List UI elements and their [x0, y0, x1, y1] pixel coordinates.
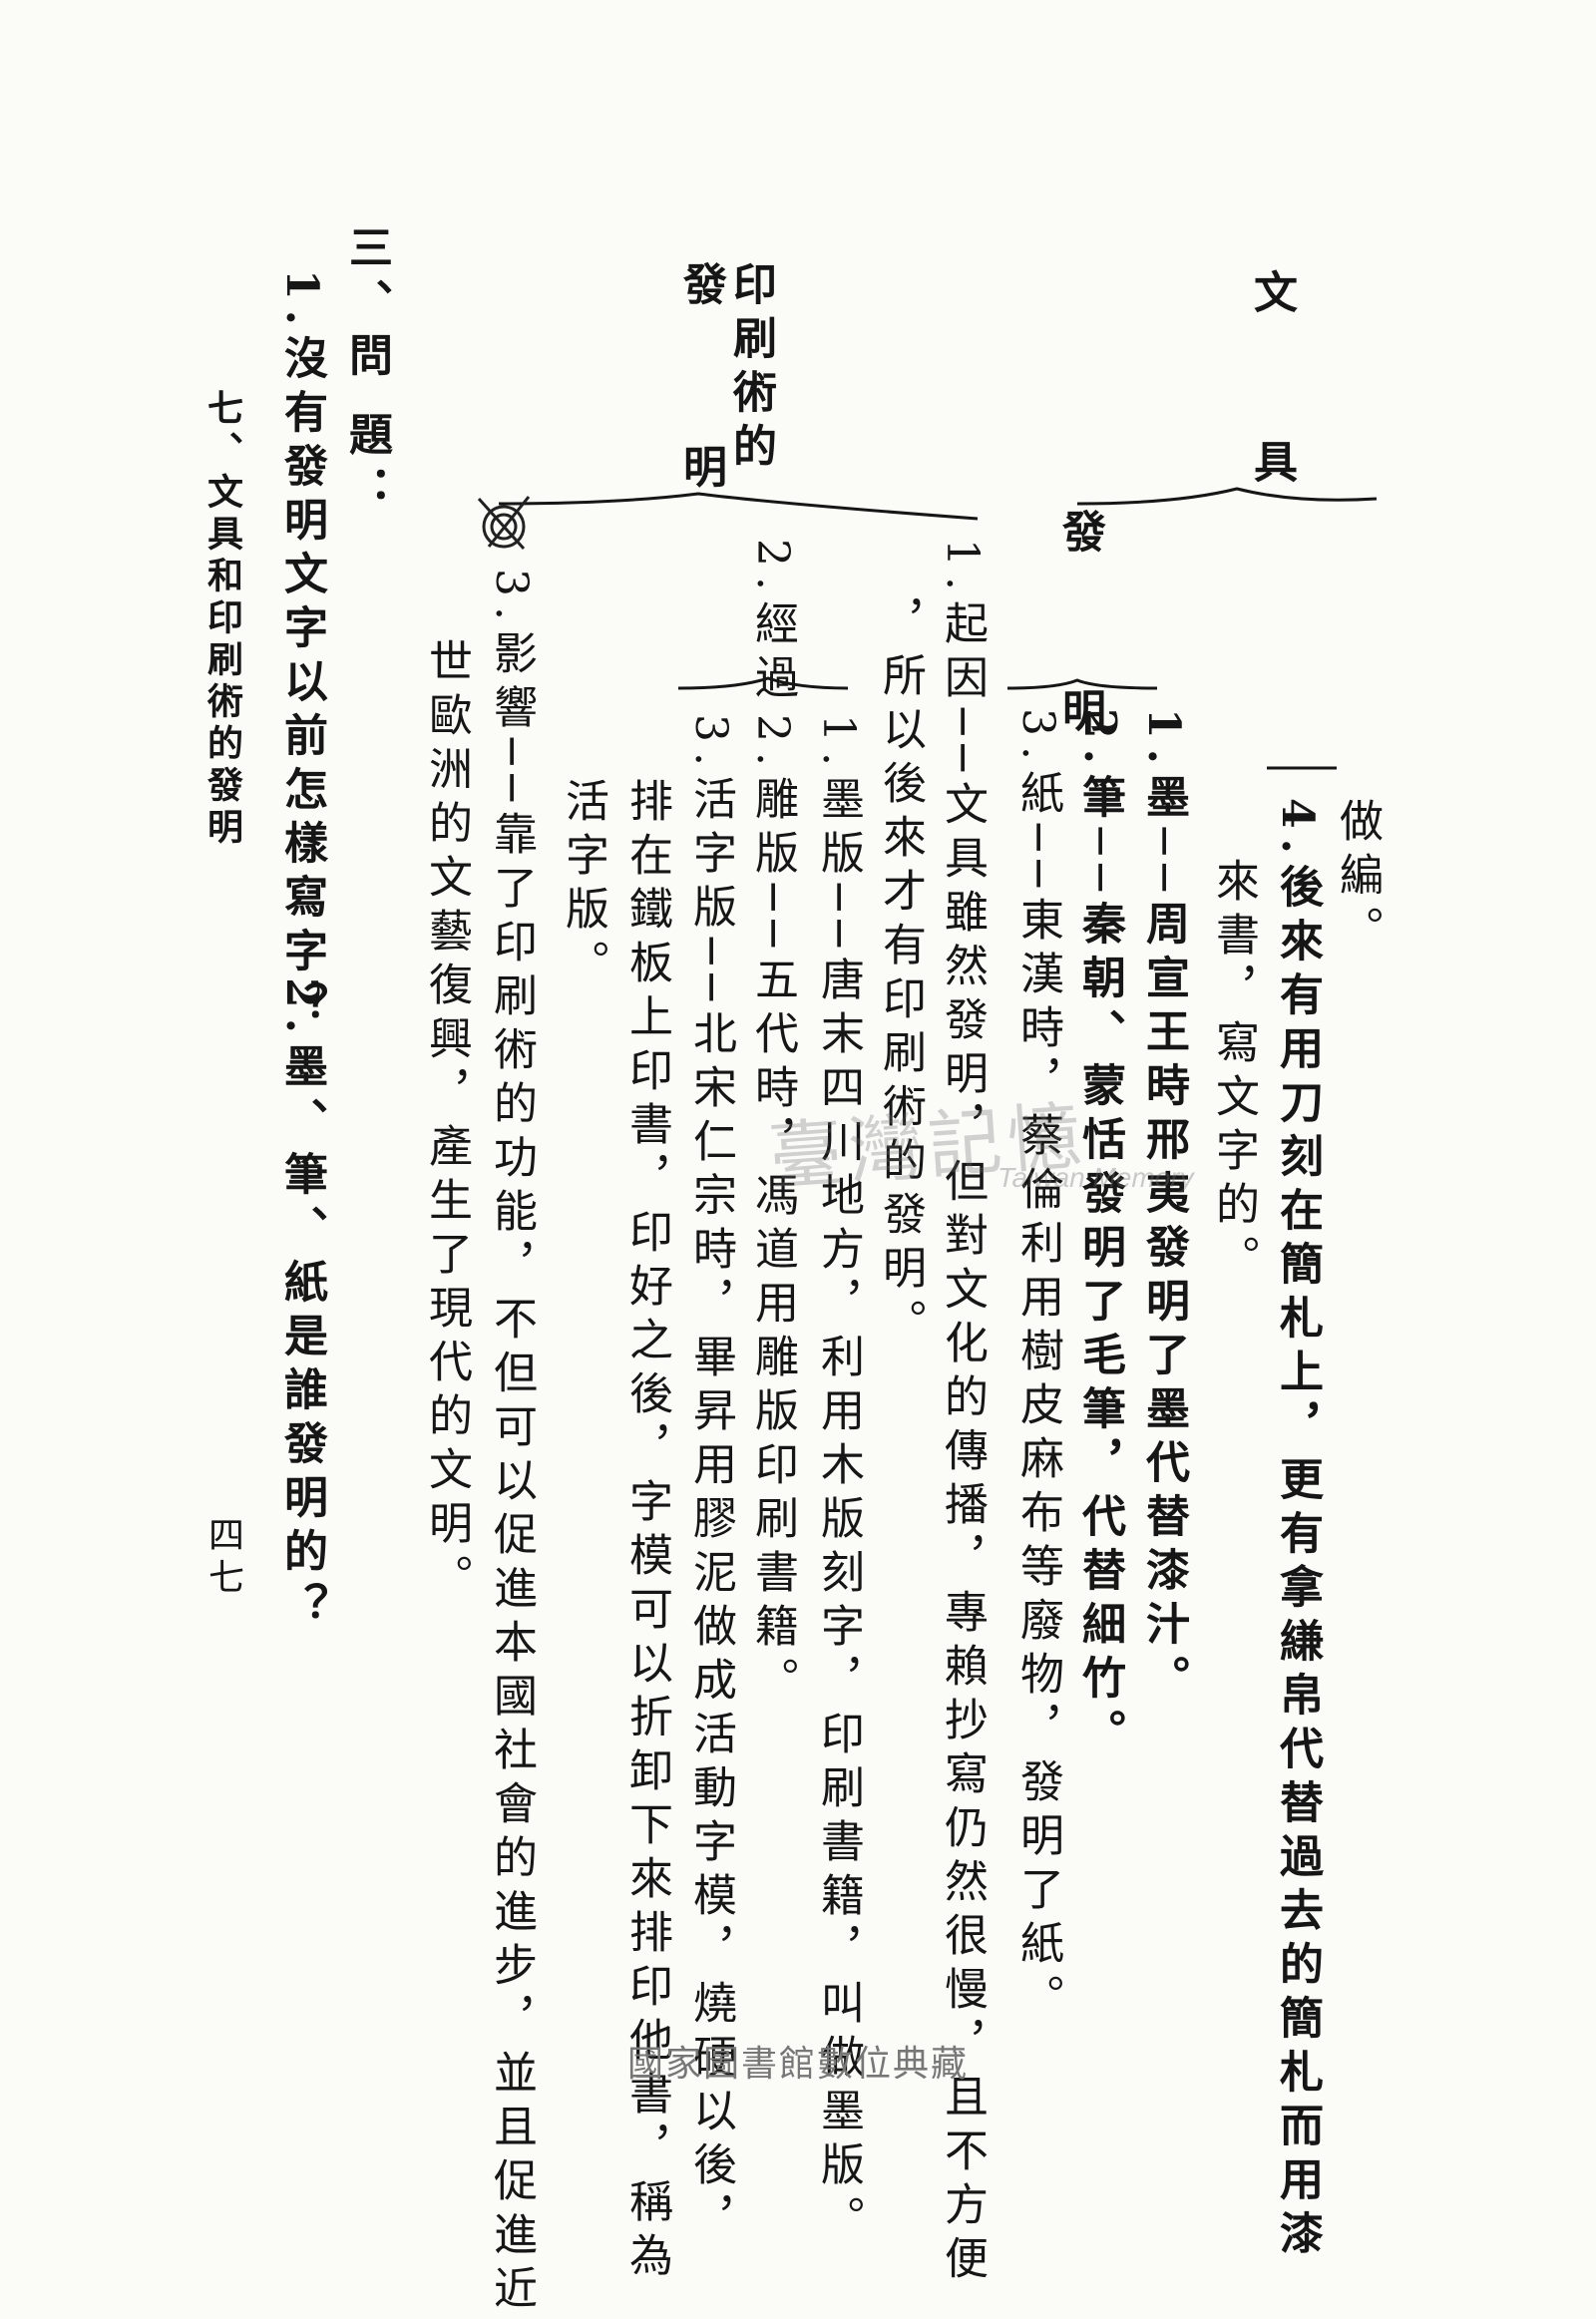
bracket-lines: [498, 487, 1378, 770]
footer-library-name: 國家圖書館數位典藏: [626, 2044, 969, 2085]
item-4: 4.後來有用刀刻在簡札上，更有拿縑帛代替過去的簡札而用漆: [1272, 798, 1323, 2264]
printing-heading-prefix: 發: [675, 261, 726, 315]
item-2-brush: 2.筆──秦朝、蒙恬發明了毛筆，代替細竹。: [1074, 708, 1125, 1762]
process-1: 1.墨版──唐末四川地方，利用木版刻字，印刷書籍，叫做墨版。: [813, 714, 864, 2249]
questions-heading: 三、問 題：: [341, 224, 392, 520]
cause: 1.起因──文具雖然發明，但對文化的傳播，專賴抄寫仍然很慢，且不方便: [937, 539, 988, 2289]
section-heading-wenju-2: 具: [1246, 439, 1297, 493]
cause-cont: ，所以後來才有印刷術的發明。: [875, 598, 926, 1353]
chapter-title: 七、文具和印刷術的發明: [201, 389, 243, 850]
process-brace: [677, 676, 849, 690]
ink-scribble-mark: [477, 496, 531, 551]
item-1-ink: 1.墨──周宣王時邢夷發明了墨代替漆汁。: [1138, 708, 1189, 1709]
prev-tail-text: 做編。: [1332, 798, 1383, 960]
influence: 3.影響──靠了印刷術的功能，不但可以促進本國社會的進步，並且促進近: [486, 569, 537, 2319]
process-3-cont1: 排在鐵板上印書，印好之後，字模可以折卸下來排印他書，稱為: [621, 778, 672, 2286]
influence-cont: 世歐洲的文藝復興，產生了現代的文明。: [421, 638, 472, 1608]
question-1: 1.沒有發明文字以前怎樣寫字？: [276, 269, 327, 1035]
item-3-paper: 3.紙──東漢時，蔡倫利用樹皮麻布等廢物，發明了紙。: [1012, 708, 1063, 2028]
printing-heading-bottom: 明: [675, 444, 726, 498]
process-3-cont2: 活字版。: [558, 778, 608, 993]
process-2: 2.雕版──五代時，馮道用雕版印刷書籍。: [747, 714, 798, 1711]
process-3: 3.活字版──北宋仁宗時，畢昇用膠泥做成活動字模，燒硬以後，: [685, 714, 736, 2249]
printing-rule: [498, 492, 979, 521]
subheading-faming: 發 明: [1054, 509, 1105, 792]
item-4-cont: 來書，寫文字的。: [1208, 858, 1259, 1289]
section-heading-wenju-1: 文: [1246, 269, 1297, 323]
watermark-english: Taiwan Memory: [998, 1162, 1194, 1193]
top-sub-brace: [1006, 678, 1158, 690]
question-2: 2.墨、筆、紙是誰發明的？: [276, 977, 327, 1636]
printing-heading: 印刷術的: [725, 261, 776, 477]
page-number: 四七: [202, 1516, 243, 1600]
top-rule: [1076, 487, 1378, 506]
